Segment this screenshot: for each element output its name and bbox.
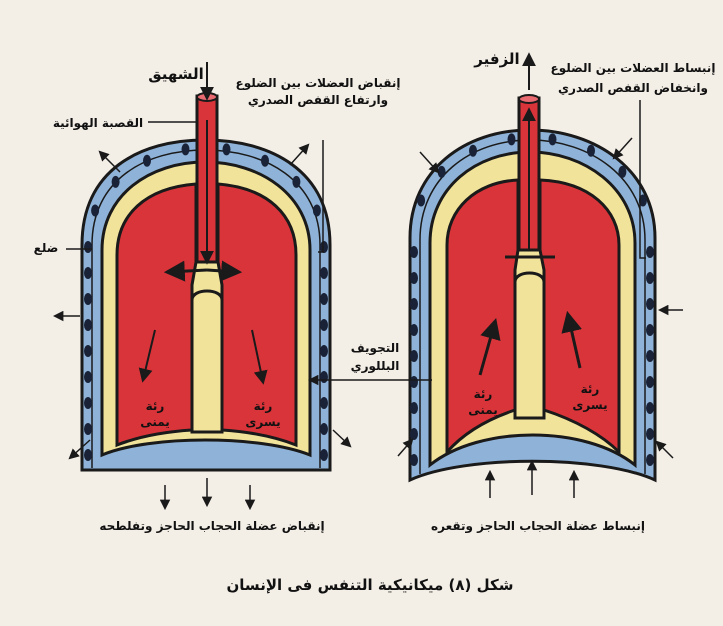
inhalation-label: الشهيق <box>148 65 204 83</box>
rib-dot <box>84 371 92 383</box>
rib-dot <box>84 267 92 279</box>
exhalation-label: الزفير <box>473 50 519 68</box>
rib-dot <box>469 145 477 157</box>
trachea-label: القصبة الهوائية <box>53 116 143 131</box>
rib-dot <box>84 449 92 461</box>
left-muscle-label-1: إنقباض العضلات بين الضلوع <box>236 76 401 91</box>
rib-dot <box>646 350 654 362</box>
rib-dot <box>646 246 654 258</box>
mediastinum <box>192 291 222 432</box>
pleural-cavity-label-2: البللوري <box>351 359 400 374</box>
rib-dot <box>646 454 654 466</box>
right-diagram-left-lung-label-1: رئة <box>581 382 600 396</box>
left-diagram-left-lung-label-1: رئة <box>254 399 273 413</box>
rib-dot <box>84 345 92 357</box>
rib-dot <box>646 324 654 336</box>
pleural-cavity-label-1: التجويف <box>351 341 400 356</box>
right-muscle-label-1: إنبساط العضلات بين الضلوع <box>551 61 716 76</box>
rib-dot <box>508 133 516 145</box>
rib-dot <box>182 143 190 155</box>
rib-dot <box>261 155 269 167</box>
mediastinum <box>515 273 544 418</box>
rib-dot <box>143 155 151 167</box>
rib-dot <box>410 298 418 310</box>
right-diaphragm-label: إنبساط عضلة الحجاب الحاجز وتقعره <box>431 519 645 534</box>
rib-dot <box>320 267 328 279</box>
rib-dot <box>320 319 328 331</box>
right-diagram-right-lung-label-2: يمنى <box>468 403 498 417</box>
rib-dot <box>320 241 328 253</box>
rib-dot <box>320 449 328 461</box>
rib-dot <box>313 205 321 217</box>
rib-dot <box>320 345 328 357</box>
rib-dot <box>410 402 418 414</box>
rib-dot <box>410 246 418 258</box>
right-muscle-label-2: وانخفاض القفص الصدري <box>558 81 708 96</box>
rib-dot <box>320 293 328 305</box>
rib-dot <box>587 145 595 157</box>
rib-dot <box>646 298 654 310</box>
air-spread-right-arrow <box>207 270 238 272</box>
rib-dot <box>410 324 418 336</box>
rib-dot <box>646 402 654 414</box>
rib-label: ضلع <box>34 241 59 255</box>
trachea-opening <box>519 95 539 103</box>
rib-dot <box>549 133 557 145</box>
rib-dot <box>646 376 654 388</box>
figure-caption: شكل (٨) ميكانيكية التنفس فى الإنسان <box>227 576 514 594</box>
rib-dot <box>84 293 92 305</box>
rib-dot <box>410 428 418 440</box>
left-diagram-right-lung-label-1: رئة <box>146 399 165 413</box>
right-diagram-right-lung-label-1: رئة <box>474 387 493 401</box>
left-diagram-left-lung-label-2: يسرى <box>245 415 280 429</box>
rib-dot <box>84 319 92 331</box>
rib-dot <box>410 376 418 388</box>
rib-dot <box>320 397 328 409</box>
left-muscle-label-2: وارتفاع القفص الصدري <box>248 93 388 108</box>
rib-dot <box>410 272 418 284</box>
air-spread-left-arrow <box>168 270 207 272</box>
right-diagram-left-lung-label-2: يسرى <box>572 398 607 412</box>
rib-dot <box>320 423 328 435</box>
rib-dot <box>292 176 300 188</box>
rib-dot <box>84 423 92 435</box>
rib-dot <box>91 205 99 217</box>
left-diaphragm-label: إنقباض عضلة الحجاب الحاجز وتفلطحه <box>99 519 324 534</box>
rib-dot <box>618 166 626 178</box>
rib-dot <box>438 166 446 178</box>
rib-dot <box>84 397 92 409</box>
rib-dot <box>417 195 425 207</box>
rib-dot <box>84 241 92 253</box>
rib-dot <box>410 350 418 362</box>
rib-dot <box>646 428 654 440</box>
rib-dot <box>223 143 231 155</box>
rib-dot <box>320 371 328 383</box>
rib-dot <box>410 454 418 466</box>
rib-dot <box>112 176 120 188</box>
rib-dot <box>646 272 654 284</box>
left-diagram-right-lung-label-2: يمنى <box>140 415 170 429</box>
